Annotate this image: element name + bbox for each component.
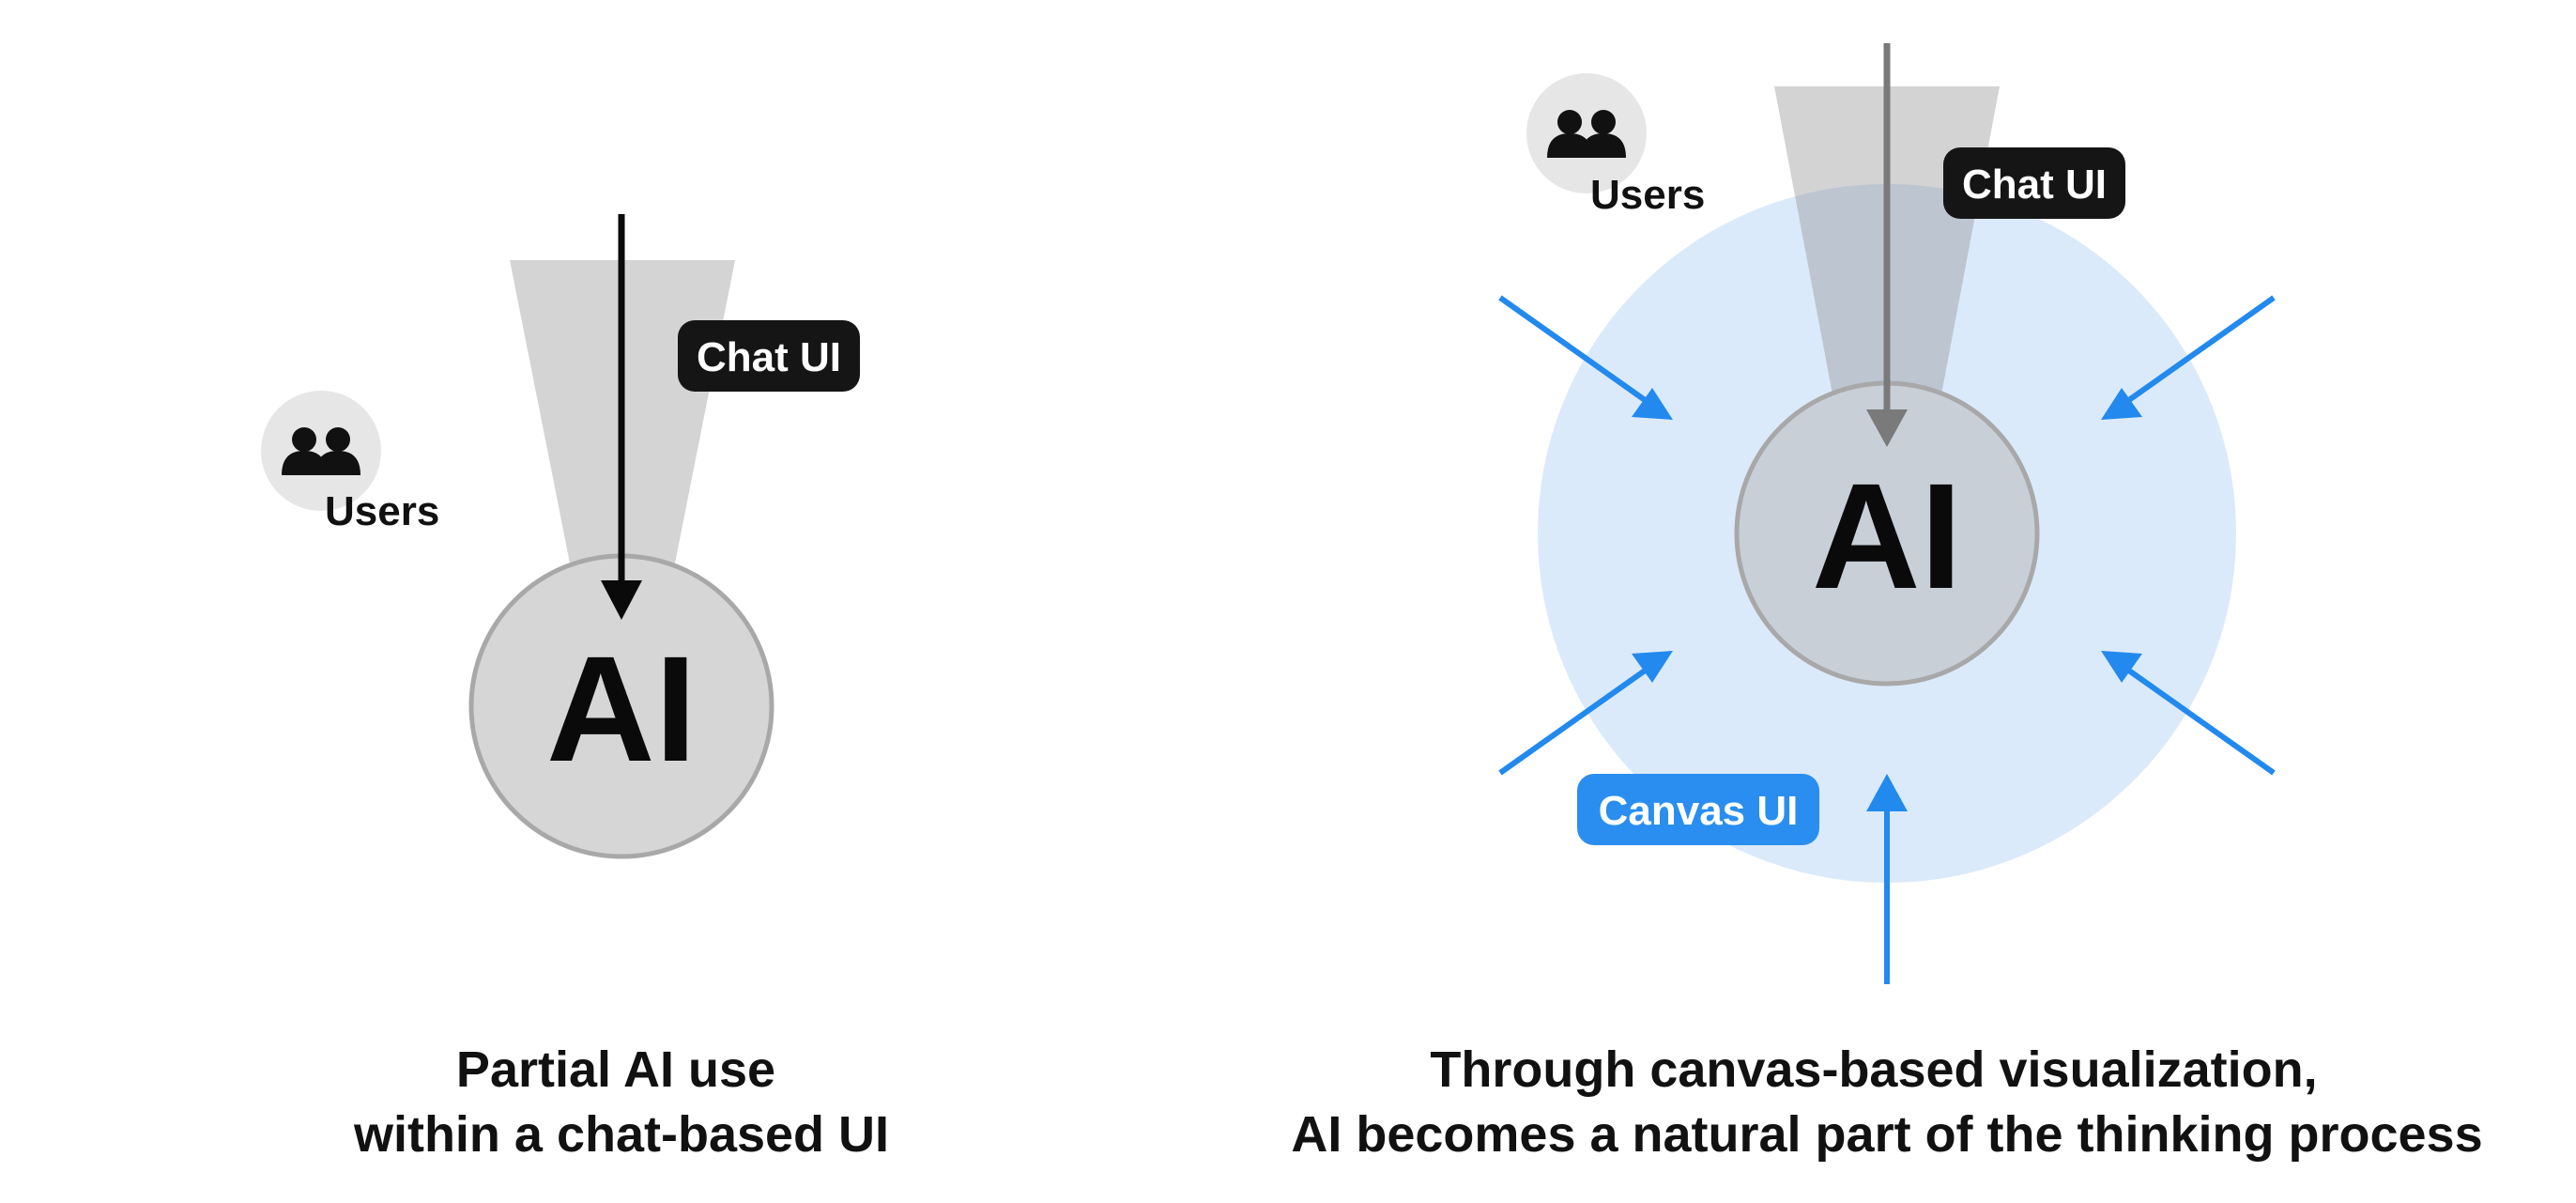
- chat-ui-badge: Chat UI: [678, 320, 860, 392]
- right-diagram: AI Users Chat UI: [1291, 43, 2483, 1163]
- chat-ui-label: Chat UI: [1962, 162, 2107, 208]
- right-caption-line2: AI becomes a natural part of the thinkin…: [1291, 1106, 2482, 1163]
- chat-ui-label: Chat UI: [697, 334, 841, 380]
- canvas-arrow-bottom-left: [1498, 651, 1673, 776]
- left-caption-line2: within a chat-based UI: [353, 1106, 889, 1163]
- ai-label: AI: [546, 625, 697, 793]
- users-icon: [282, 427, 360, 475]
- users-icon-bg: [261, 391, 381, 511]
- users-label: Users: [1590, 172, 1705, 218]
- canvas-ui-label: Canvas UI: [1599, 788, 1799, 834]
- users-label: Users: [325, 488, 439, 534]
- canvas-arrow-bottom-right: [2101, 651, 2276, 776]
- users-icon: [1547, 110, 1626, 158]
- right-caption-line1: Through canvas-based visualization,: [1430, 1041, 2317, 1098]
- canvas-arrow-bottom: [1866, 774, 1908, 984]
- canvas-arrow-top-right: [2101, 295, 2276, 420]
- users-node: Users: [1526, 73, 1705, 218]
- left-diagram: AI Users Chat UI Partial AI use within a…: [261, 214, 889, 1163]
- users-icon-bg: [1526, 73, 1647, 193]
- chat-arrow: [1866, 43, 1908, 447]
- chat-ui-badge: Chat UI: [1943, 147, 2125, 219]
- canvas-arrows: [1498, 295, 2276, 984]
- chat-arrow: [601, 214, 642, 620]
- canvas-arrow-top-left: [1498, 295, 1673, 420]
- ai-label: AI: [1812, 452, 1962, 620]
- canvas-ui-badge: Canvas UI: [1577, 774, 1819, 845]
- left-caption-line1: Partial AI use: [456, 1041, 775, 1098]
- users-node: Users: [261, 391, 439, 534]
